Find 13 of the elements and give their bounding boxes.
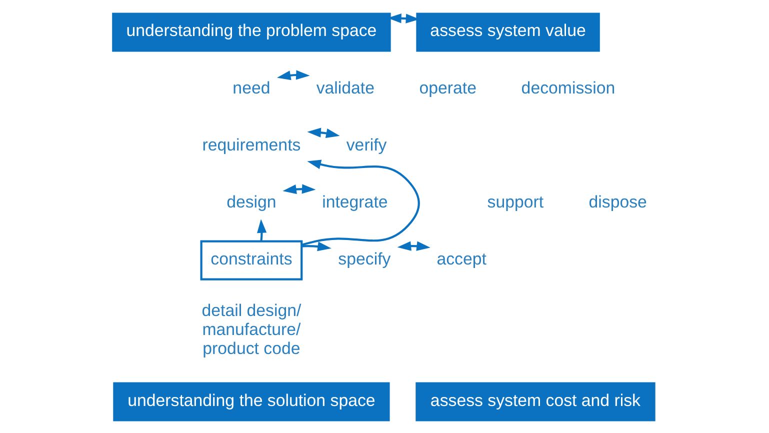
node-text: accept	[436, 248, 486, 268]
node-text: integrate	[322, 192, 388, 211]
node-text: verify	[346, 134, 387, 154]
node-text: support	[487, 192, 544, 211]
node-text: dispose	[588, 192, 647, 211]
node-text: need	[232, 78, 270, 97]
node-text: detail design/ manufacture/ product code	[202, 300, 302, 358]
node-text: validate	[316, 78, 375, 97]
node-text: design	[226, 192, 276, 211]
node-text: specify	[338, 248, 391, 268]
node-text: operate	[419, 78, 476, 97]
node-text: requirements	[202, 134, 301, 154]
node-text: decomission	[521, 78, 616, 97]
